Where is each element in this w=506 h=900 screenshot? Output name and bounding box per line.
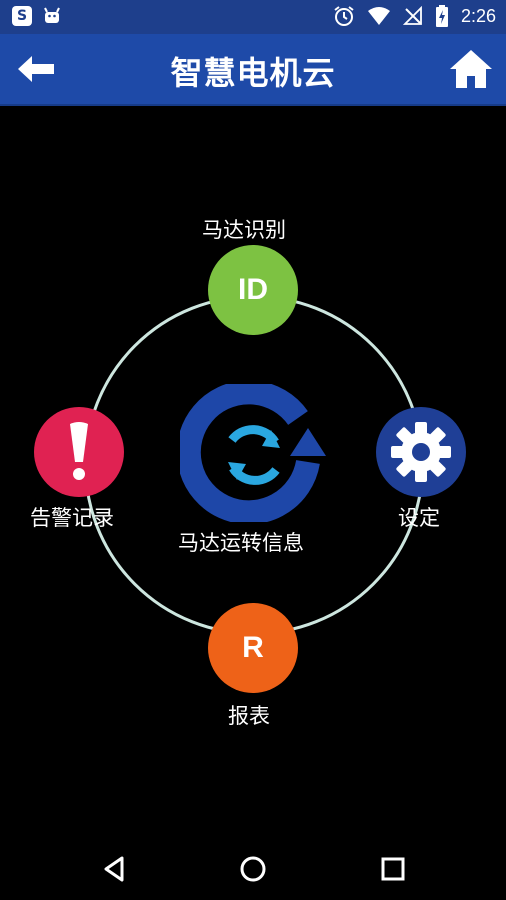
report-button[interactable]: R bbox=[208, 603, 298, 693]
app-bar: 智慧电机云 bbox=[0, 34, 506, 106]
s-app-icon: S bbox=[12, 6, 32, 26]
android-icon bbox=[44, 7, 60, 23]
status-left-icons: S bbox=[12, 6, 62, 26]
exclamation-icon bbox=[70, 422, 88, 480]
status-time: 2:26 bbox=[460, 5, 496, 26]
alarm-clock-icon bbox=[334, 6, 354, 26]
settings-button[interactable] bbox=[376, 407, 466, 497]
nav-home-button[interactable] bbox=[236, 852, 270, 886]
motor-id-button[interactable]: ID bbox=[208, 245, 298, 335]
r-badge-text: R bbox=[242, 631, 264, 664]
nav-back-button[interactable] bbox=[98, 852, 132, 886]
status-right-icons: 2:26 bbox=[333, 5, 496, 27]
battery-charging-icon bbox=[435, 5, 448, 27]
home-circle-icon bbox=[240, 856, 266, 882]
alarm-record-button[interactable] bbox=[34, 407, 124, 497]
home-button[interactable] bbox=[448, 48, 494, 90]
system-nav-bar bbox=[0, 836, 506, 900]
no-signal-icon bbox=[402, 6, 422, 25]
id-badge-text: ID bbox=[238, 273, 268, 306]
s-app-glyph: S bbox=[16, 8, 28, 24]
settings-label: 设定 bbox=[398, 506, 440, 530]
recents-square-icon bbox=[381, 857, 405, 881]
status-bar: S 2:26 bbox=[0, 0, 506, 34]
page-title: 智慧电机云 bbox=[170, 54, 336, 92]
refresh-cycle-icon bbox=[176, 380, 326, 525]
wifi-icon bbox=[367, 7, 390, 25]
report-label: 报表 bbox=[228, 704, 270, 728]
nav-recents-button[interactable] bbox=[376, 852, 410, 886]
motor-id-label: 马达识别 bbox=[202, 218, 286, 242]
back-triangle-icon bbox=[104, 856, 124, 882]
home-icon bbox=[450, 50, 492, 88]
back-button[interactable] bbox=[14, 52, 58, 86]
motor-operation-button[interactable] bbox=[176, 380, 326, 525]
gear-icon bbox=[391, 422, 451, 482]
alarm-record-label: 告警记录 bbox=[30, 506, 114, 530]
motor-operation-label: 马达运转信息 bbox=[178, 531, 304, 555]
back-arrow-icon bbox=[18, 56, 54, 82]
